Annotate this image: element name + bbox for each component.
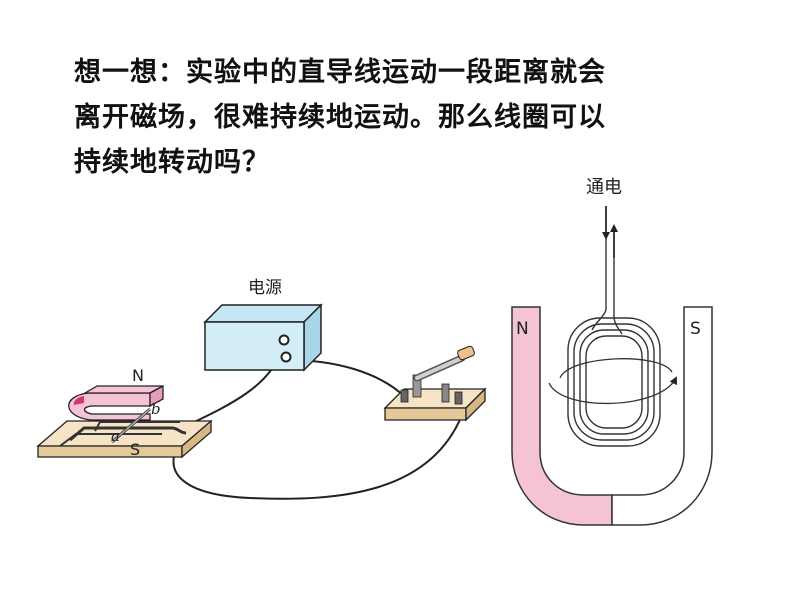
question-line-1: 想一想：实验中的直导线运动一段距离就会 — [74, 57, 606, 88]
power-terminal-bottom — [280, 351, 292, 363]
right-south-label: S — [690, 319, 701, 339]
coil — [567, 206, 661, 447]
magnet-north-pole — [511, 306, 613, 526]
question-line-3: 持续地转动吗？ — [74, 147, 270, 178]
knife-switch — [383, 345, 487, 422]
power-supply — [203, 303, 323, 372]
power-label: 电源 — [248, 278, 282, 298]
horseshoe-magnet-left — [68, 384, 164, 421]
left-north-label: N — [132, 366, 144, 385]
rod-b-label: b — [151, 400, 161, 418]
circuit-diagram: 电源 — [36, 278, 487, 500]
wooden-base — [36, 419, 213, 459]
right-north-label: N — [516, 319, 529, 339]
rotation-arrow-back — [559, 358, 673, 379]
power-terminal-top — [278, 334, 290, 346]
rotation-arrow-front — [548, 376, 677, 405]
question-line-2: 离开磁场，很难持续地运动。那么线圈可以 — [74, 102, 606, 133]
wire-bottom-loop — [172, 414, 463, 500]
current-label: 通电 — [586, 177, 622, 198]
magnet-south-pole — [611, 306, 713, 526]
coil-magnet-diagram: 通电 N S — [511, 177, 713, 526]
question-text: 想一想：实验中的直导线运动一段距离就会 离开磁场，很难持续地运动。那么线圈可以 … — [74, 50, 714, 185]
rod-a-label: a — [111, 427, 120, 445]
rails — [59, 421, 187, 447]
left-south-label: S — [130, 440, 140, 459]
